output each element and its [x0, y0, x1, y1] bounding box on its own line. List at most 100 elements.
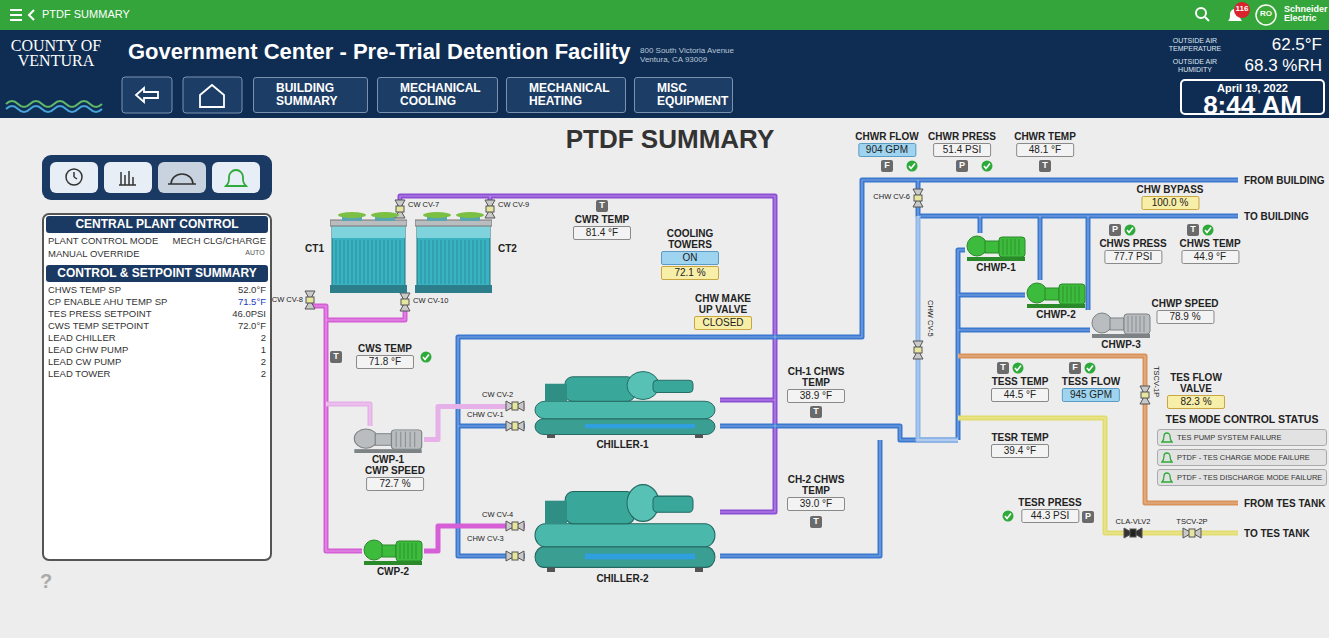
- pipe: [958, 250, 965, 440]
- status-check: [1127, 228, 1133, 233]
- chiller: CHILLER-1: [525, 368, 720, 438]
- equipment-label: CWP-2: [377, 566, 409, 577]
- pump-picture: [1124, 314, 1150, 334]
- tower-picture: [457, 240, 458, 284]
- pump-picture: [1027, 304, 1085, 308]
- bell-icon: [1161, 432, 1173, 444]
- pump-picture: [1136, 316, 1137, 332]
- top-bar: [0, 0, 1329, 30]
- status-check: [907, 161, 918, 172]
- value-box: 945 GPM: [1062, 388, 1120, 402]
- sensor-readout: CWS TEMP71.8 °F: [356, 343, 414, 369]
- equipment-label: CHILLER-1: [596, 439, 648, 450]
- readout-heading: TES FLOW VALVE: [1166, 372, 1226, 394]
- value-box: 48.1 °F: [1016, 143, 1074, 157]
- pump-picture: [1071, 286, 1072, 302]
- sensor-letter: T: [1190, 225, 1196, 235]
- nav-label: MECHANICAL HEATING: [529, 82, 621, 108]
- table-cell: CP ENABLE AHU TEMP SP: [48, 297, 167, 307]
- status-check: [1125, 225, 1136, 236]
- header-text: Schneider Electric: [1284, 5, 1328, 23]
- menu-icon: [10, 10, 22, 20]
- tower-picture: [396, 240, 397, 284]
- valve-symbol: [914, 347, 922, 353]
- valve-tag: TSCV-1P: [1152, 366, 1160, 397]
- pipe: [720, 440, 880, 556]
- pump-picture: [1063, 286, 1064, 302]
- status-check: [421, 352, 432, 363]
- pump-picture: [396, 541, 422, 561]
- readout-heading: CHWS PRESS: [1099, 238, 1166, 249]
- panel-header: CENTRAL PLANT CONTROL: [46, 216, 268, 233]
- nav-button: MECHANICAL HEATING: [506, 77, 626, 113]
- tower-picture: [330, 285, 407, 293]
- valve-symbol: [512, 402, 518, 410]
- valve-symbol: [913, 341, 923, 359]
- pump-picture: [1144, 316, 1145, 332]
- tower-picture: [485, 240, 486, 284]
- pipe: [918, 216, 958, 440]
- table-cell: 52.0°F: [238, 285, 266, 295]
- pump-picture: [1015, 239, 1016, 255]
- pump-picture: [1025, 280, 1087, 308]
- chiller-picture: [535, 524, 715, 547]
- valve-tag: CW CV-9: [498, 201, 529, 209]
- control-panel: CENTRAL PLANT CONTROLCONTROL & SETPOINT …: [42, 213, 272, 561]
- valve-symbol: [485, 200, 495, 218]
- readout-heading: CWS TEMP: [358, 343, 412, 354]
- tower-picture: [360, 240, 361, 284]
- date-text: April 19, 2022: [1182, 82, 1323, 94]
- pump-picture: [1110, 318, 1124, 330]
- valve-symbol: [506, 521, 524, 531]
- cooling-tower: CT2: [415, 212, 492, 293]
- valve-symbol: [913, 189, 923, 207]
- valve-symbol: [506, 401, 524, 411]
- valve-readout: CHW BYPASS100.0 %: [1136, 184, 1203, 210]
- tower-picture: [338, 212, 366, 218]
- pump-picture: [1003, 239, 1004, 255]
- header-text: 116: [1236, 5, 1249, 14]
- pipe: [310, 293, 362, 551]
- value-box: 39.4 °F: [991, 444, 1049, 458]
- value-box: 904 GPM: [858, 143, 916, 157]
- table-cell: 72.0°F: [238, 321, 266, 331]
- pump-picture: [396, 432, 397, 447]
- readout-heading: TESR PRESS: [1018, 497, 1081, 508]
- value-box: 81.4 °F: [573, 226, 631, 240]
- readout-heading: CWR TEMP: [575, 214, 629, 225]
- valve-symbol: [512, 422, 518, 430]
- pump-picture: [352, 426, 424, 453]
- status-check: [421, 352, 432, 363]
- status-check: [1125, 225, 1136, 236]
- avatar: [1256, 5, 1276, 25]
- tower-picture: [368, 240, 369, 284]
- table-cell: CWS TEMP SETPOINT: [48, 321, 149, 331]
- value-box: 82.3 %: [1167, 395, 1225, 409]
- cooling-tower: CT1: [330, 212, 407, 293]
- valve-symbol: [485, 200, 495, 218]
- chiller-picture: [547, 567, 555, 572]
- sensor-readout: TESR PRESS44.3 PSI: [1018, 497, 1081, 523]
- sensor-readout: CHWS TEMP44.9 °F: [1179, 238, 1240, 264]
- valve-symbol: [306, 297, 314, 303]
- pump: CHWP-2: [1025, 280, 1087, 308]
- tower-picture: [415, 212, 492, 293]
- pipe-highlight: [918, 180, 1238, 216]
- view-buttons: [212, 162, 260, 193]
- pump-picture: [410, 432, 411, 447]
- sensor-icon: [596, 200, 608, 212]
- pump-picture: [1059, 284, 1085, 304]
- table-cell: LEAD CHW PUMP: [48, 345, 128, 355]
- sensor-icon: [997, 362, 1009, 374]
- pump-picture: [1140, 316, 1141, 332]
- pump-picture: [364, 540, 384, 560]
- tower-picture: [465, 240, 466, 284]
- valve-symbol: [305, 291, 315, 309]
- tower-picture: [417, 226, 490, 238]
- valve-symbol: [913, 189, 923, 207]
- tower-picture: [417, 226, 490, 286]
- tower-picture: [344, 240, 345, 284]
- valve-symbol: [914, 195, 922, 201]
- tower-picture: [481, 240, 482, 284]
- alarm-row: PTDF - TES CHARGE MODE FAILURE: [1157, 449, 1327, 466]
